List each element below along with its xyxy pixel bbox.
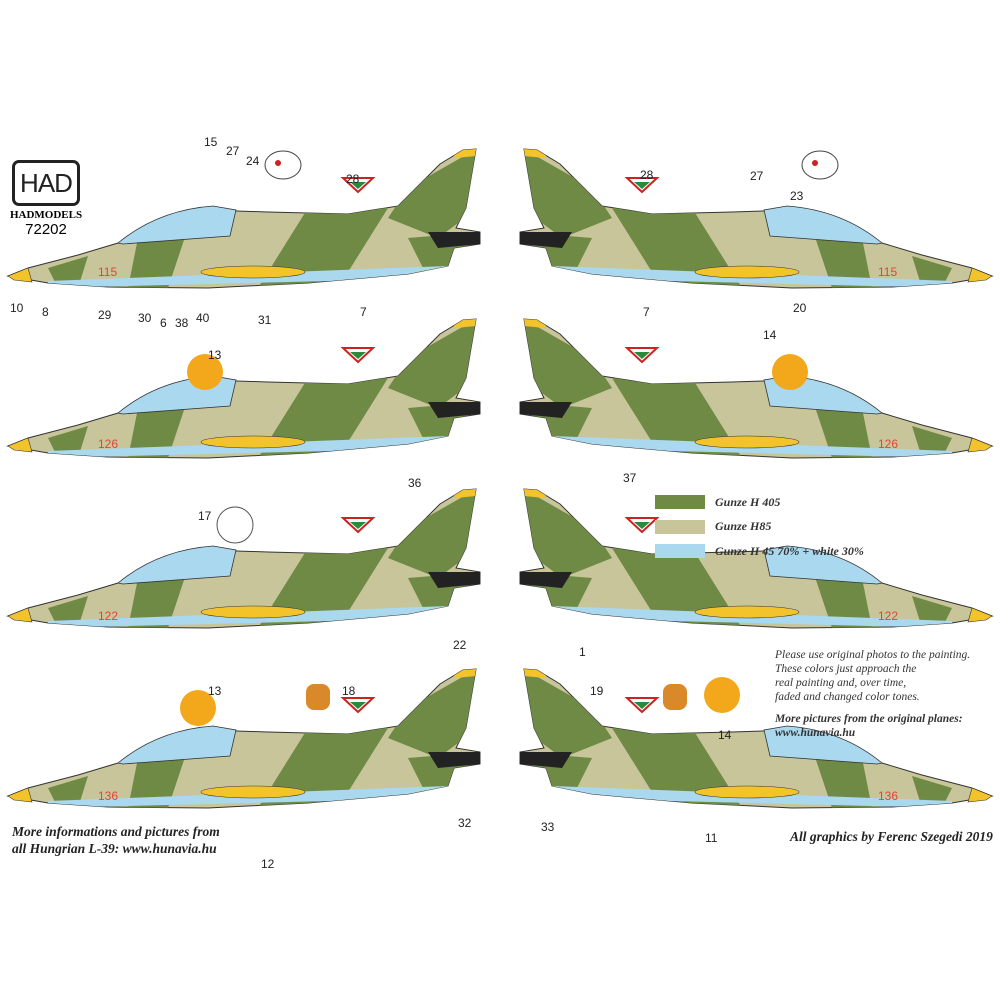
svg-text:24: 24 — [246, 154, 260, 168]
svg-text:36: 36 — [408, 476, 422, 490]
svg-text:33: 33 — [541, 820, 555, 834]
serial-number: 126 — [878, 437, 898, 451]
svg-text:27: 27 — [226, 144, 240, 158]
callouts: 15 27 24 28 10 8 29 30 6 38 40 31 7 28 2… — [10, 135, 807, 871]
footer-left: More informations and pictures from all … — [12, 823, 220, 857]
serial-number: 115 — [98, 265, 117, 279]
aircraft-6: 122 — [520, 488, 992, 628]
note-line: Please use original photos to the painti… — [775, 649, 971, 661]
svg-text:32: 32 — [458, 816, 472, 830]
legend-item: Gunze H 405 — [655, 490, 864, 515]
svg-text:13: 13 — [208, 684, 222, 698]
aircraft-5: 122 — [8, 488, 480, 628]
svg-text:37: 37 — [623, 471, 637, 485]
note-line: real painting and, over time, — [775, 677, 907, 689]
svg-text:7: 7 — [643, 305, 650, 319]
note-line: faded and changed color tones. — [775, 691, 920, 703]
legend-label: Gunze H 45 70% + white 30% — [715, 543, 864, 558]
legend-label: Gunze H85 — [715, 519, 772, 534]
legend-label: Gunze H 405 — [715, 494, 781, 509]
svg-text:23: 23 — [790, 189, 804, 203]
svg-text:22: 22 — [453, 638, 467, 652]
aircraft-8: 136 — [520, 668, 992, 808]
aircraft-1: 115 — [8, 148, 480, 288]
color-swatch — [655, 544, 705, 559]
svg-text:7: 7 — [360, 305, 367, 319]
legend-item: Gunze H85 — [655, 515, 864, 540]
note-line: These colors just approach the — [775, 663, 917, 675]
serial-number: 122 — [878, 609, 898, 623]
serial-number: 115 — [878, 265, 897, 279]
serial-number: 136 — [878, 789, 898, 803]
svg-text:27: 27 — [750, 169, 764, 183]
aircraft-3: 126 — [8, 318, 480, 458]
svg-text:20: 20 — [793, 301, 807, 315]
aircraft-2: 115 — [520, 148, 992, 288]
serial-number: 126 — [98, 437, 118, 451]
svg-text:17: 17 — [198, 509, 212, 523]
svg-text:12: 12 — [261, 857, 275, 871]
logo-name: HADMODELS — [9, 209, 83, 221]
svg-text:11: 11 — [705, 831, 718, 845]
logo-mark: HAD — [12, 160, 80, 206]
emblem-dog-icon — [801, 150, 839, 180]
svg-text:1: 1 — [579, 645, 586, 659]
emblem-rooster-icon — [216, 506, 254, 544]
svg-text:29: 29 — [98, 308, 112, 322]
emblem-dog-icon — [264, 150, 302, 180]
hadmodels-logo: HAD HADMODELS 72202 — [6, 160, 86, 238]
svg-text:19: 19 — [590, 684, 604, 698]
emblem-tiger-icon — [663, 684, 687, 710]
aircraft-7: 136 — [8, 668, 480, 808]
emblem-pegasus-icon — [704, 677, 740, 713]
svg-text:30: 30 — [138, 311, 152, 325]
product-code: 72202 — [25, 221, 67, 238]
svg-text:14: 14 — [718, 728, 732, 742]
emblem-pegasus-icon — [180, 690, 216, 726]
credits: All graphics by Ferenc Szegedi 2019 — [790, 829, 993, 844]
svg-text:28: 28 — [346, 172, 360, 186]
svg-text:38: 38 — [175, 316, 189, 330]
painting-note: Please use original photos to the painti… — [775, 648, 970, 740]
serial-number: 136 — [98, 789, 118, 803]
note-more-title: More pictures from the original planes: — [775, 713, 963, 725]
svg-text:8: 8 — [42, 305, 49, 319]
svg-text:14: 14 — [763, 328, 777, 342]
footer-line: More informations and pictures from — [12, 824, 220, 839]
color-legend: Gunze H 405 Gunze H85 Gunze H 45 70% + w… — [655, 490, 864, 564]
svg-text:10: 10 — [10, 301, 24, 315]
svg-text:40: 40 — [196, 311, 210, 325]
emblem-tiger-icon — [306, 684, 330, 710]
svg-text:18: 18 — [342, 684, 356, 698]
svg-text:6: 6 — [160, 316, 167, 330]
color-swatch — [655, 495, 705, 510]
serial-number: 122 — [98, 609, 118, 623]
footer-line: all Hungrian L-39: www.hunavia.hu — [12, 841, 217, 856]
svg-text:28: 28 — [640, 168, 654, 182]
emblem-pegasus-icon — [187, 354, 223, 390]
svg-text:31: 31 — [258, 313, 272, 327]
hunavia-link[interactable]: www.hunavia.hu — [775, 727, 856, 739]
svg-text:15: 15 — [204, 135, 218, 149]
aircraft-4: 126 — [520, 318, 992, 458]
color-swatch — [655, 519, 705, 534]
emblem-pegasus-icon — [772, 354, 808, 390]
legend-item: Gunze H 45 70% + white 30% — [655, 539, 864, 564]
svg-text:13: 13 — [208, 348, 222, 362]
